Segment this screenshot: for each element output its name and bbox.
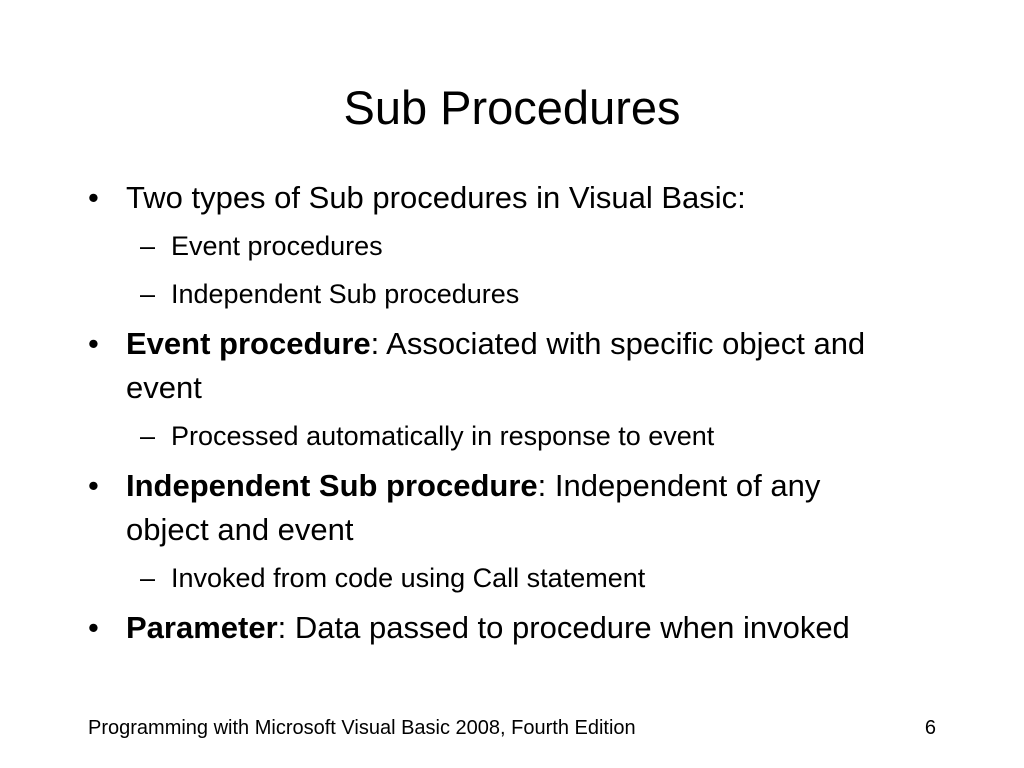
slide-title: Sub Procedures <box>343 81 681 134</box>
dash-icon: – <box>140 231 156 261</box>
bullet-list: • Two types of Sub procedures in Visual … <box>88 176 908 656</box>
sub-item-invoked-from-code: – Invoked from code using Call statement <box>88 558 908 598</box>
footer-source: Programming with Microsoft Visual Basic … <box>88 717 636 739</box>
dash-icon: – <box>140 421 156 451</box>
sub-item-processed-automatically: – Processed automatically in response to… <box>88 416 908 456</box>
page-number: 6 <box>924 717 936 739</box>
bullet-item-parameter: • Parameter: Data passed to procedure wh… <box>88 606 908 650</box>
bullet-term: Independent Sub procedure <box>126 468 538 503</box>
dash-icon: – <box>140 563 156 593</box>
sub-item-event-procedures: – Event procedures <box>88 226 908 266</box>
dash-icon: – <box>140 279 156 309</box>
bullet-text: : Associated with specific object and ev… <box>126 326 866 405</box>
sub-list: – Invoked from code using Call statement <box>88 558 908 598</box>
bullet-icon: • <box>88 180 99 215</box>
sub-item-independent-sub-procedures: – Independent Sub procedures <box>88 274 908 314</box>
sub-list: – Event procedures – Independent Sub pro… <box>88 226 908 314</box>
sub-item-text: Invoked from code using Call statement <box>171 563 646 593</box>
sub-item-text: Event procedures <box>171 231 383 261</box>
bullet-text: : Independent of any object and event <box>126 468 821 547</box>
bullet-item-event-procedure: • Event procedure: Associated with speci… <box>88 322 908 456</box>
bullet-icon: • <box>88 610 99 645</box>
bullet-text: Two types of Sub procedures in Visual Ba… <box>126 180 746 215</box>
bullet-term: Event procedure <box>126 326 371 361</box>
bullet-text: : Data passed to procedure when invoked <box>277 610 850 645</box>
bullet-icon: • <box>88 468 99 503</box>
bullet-item-independent-sub-procedure: • Independent Sub procedure: Independent… <box>88 464 908 598</box>
sub-item-text: Independent Sub procedures <box>171 279 520 309</box>
bullet-icon: • <box>88 326 99 361</box>
bullet-term: Parameter <box>126 610 278 645</box>
sub-item-text: Processed automatically in response to e… <box>171 421 715 451</box>
bullet-item-sub-types: • Two types of Sub procedures in Visual … <box>88 176 908 314</box>
sub-list: – Processed automatically in response to… <box>88 416 908 456</box>
